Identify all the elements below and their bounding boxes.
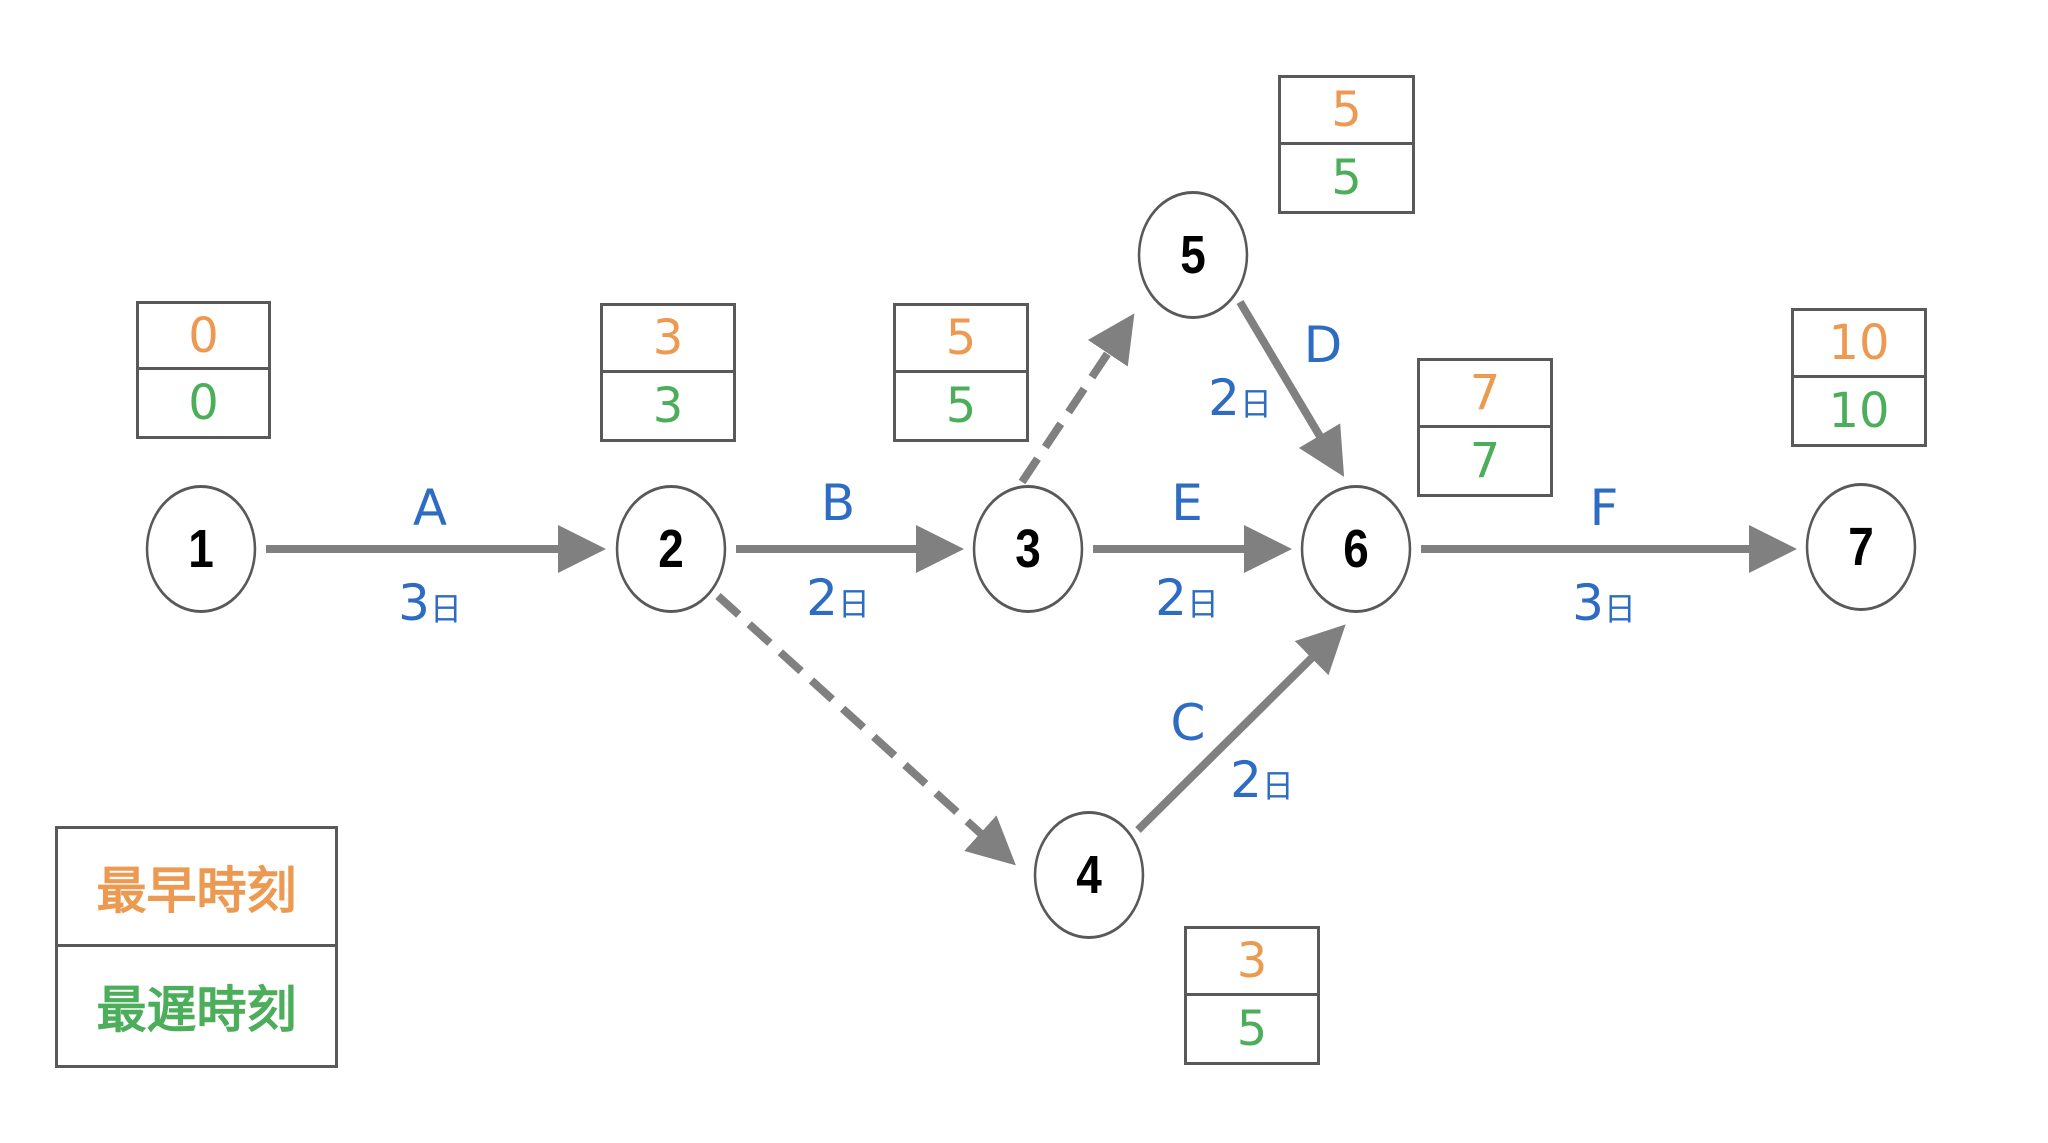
latest-time: 5 xyxy=(1331,149,1362,206)
earliest-time: 7 xyxy=(1420,361,1550,428)
latest-time: 5 xyxy=(945,377,977,434)
activity-duration-D: 2日 xyxy=(1208,369,1272,427)
latest-time: 0 xyxy=(188,375,219,431)
dummy-arrow-3-5 xyxy=(1018,313,1135,485)
duration-value: 3 xyxy=(398,574,430,632)
earliest-time: 3 xyxy=(1187,929,1317,996)
legend: 最早時刻 最遅時刻 xyxy=(55,826,338,1068)
activity-duration-E: 2日 xyxy=(1155,569,1219,627)
earliest-time: 0 xyxy=(139,304,268,370)
duration-unit: 日 xyxy=(1186,585,1219,623)
duration-value: 2 xyxy=(806,569,838,627)
legend-latest-time: 最遅時刻 xyxy=(96,981,297,1039)
arrow-D xyxy=(1236,299,1345,477)
latest-time: 10 xyxy=(1828,382,1890,439)
activity-duration-B: 2日 xyxy=(806,569,870,627)
duration-unit: 日 xyxy=(1603,590,1636,628)
node-5: 5 xyxy=(1137,191,1249,319)
time-box-node-2: 3 3 xyxy=(600,303,736,442)
earliest-time: 10 xyxy=(1794,311,1924,378)
activity-duration-C: 2日 xyxy=(1230,751,1294,809)
duration-unit: 日 xyxy=(1261,767,1294,805)
earliest-time: 3 xyxy=(603,306,733,373)
node-2: 2 xyxy=(615,485,727,613)
time-box-node-3: 5 5 xyxy=(893,303,1029,442)
node-1: 1 xyxy=(145,485,257,613)
duration-value: 2 xyxy=(1208,369,1240,427)
duration-unit: 日 xyxy=(837,585,870,623)
duration-unit: 日 xyxy=(429,590,462,628)
activity-label-E: E xyxy=(1171,474,1203,532)
time-box-node-4: 3 5 xyxy=(1184,926,1320,1065)
duration-value: 2 xyxy=(1155,569,1187,627)
activity-label-A: A xyxy=(412,479,448,537)
latest-time: 7 xyxy=(1469,432,1501,489)
dummy-arrow-2-4 xyxy=(715,593,1016,866)
legend-earliest-time: 最早時刻 xyxy=(58,829,335,947)
duration-value: 2 xyxy=(1230,751,1262,809)
latest-time: 5 xyxy=(1236,1000,1268,1057)
latest-time: 3 xyxy=(652,377,684,434)
time-box-node-1: 0 0 xyxy=(136,301,271,439)
time-box-node-7: 10 10 xyxy=(1791,308,1927,447)
time-box-node-6: 7 7 xyxy=(1417,358,1553,497)
arrow-C xyxy=(1135,624,1346,833)
activity-label-C: C xyxy=(1170,694,1206,752)
earliest-time: 5 xyxy=(896,306,1026,373)
node-4: 4 xyxy=(1033,811,1145,939)
duration-value: 3 xyxy=(1572,574,1604,632)
node-3: 3 xyxy=(972,485,1084,613)
activity-label-B: B xyxy=(820,474,856,532)
node-6: 6 xyxy=(1300,485,1412,613)
earliest-time: 5 xyxy=(1281,78,1412,145)
activity-duration-A: 3日 xyxy=(398,574,462,632)
node-7: 7 xyxy=(1805,483,1917,611)
activity-label-F: F xyxy=(1589,479,1619,537)
activity-duration-F: 3日 xyxy=(1572,574,1636,632)
time-box-node-5: 5 5 xyxy=(1278,75,1415,214)
activity-label-D: D xyxy=(1303,316,1343,374)
duration-unit: 日 xyxy=(1239,385,1272,423)
